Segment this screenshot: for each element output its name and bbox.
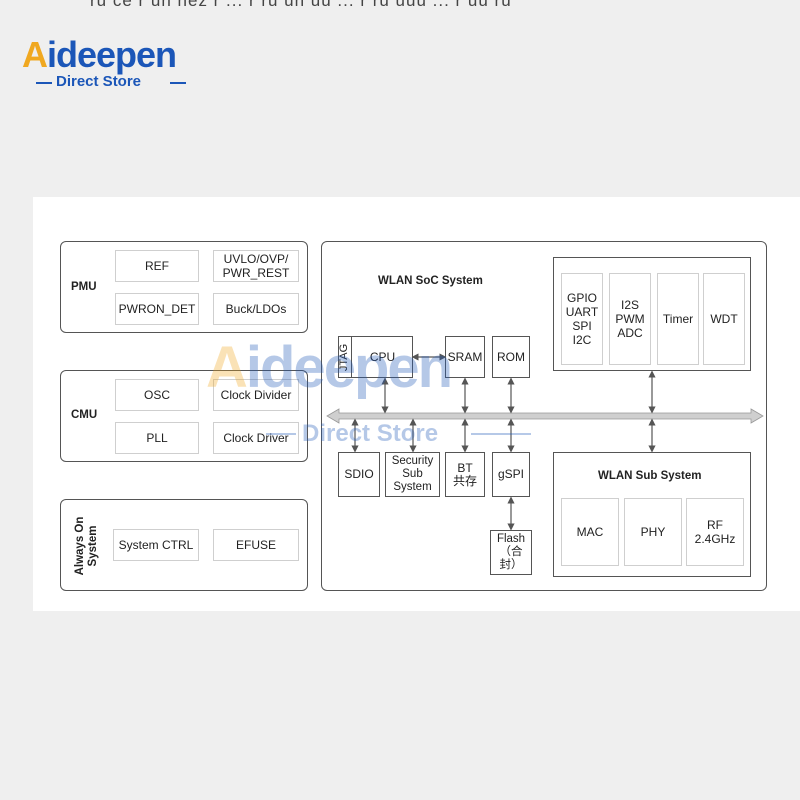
periph-gpio-uart-spi-i2c: GPIO UART SPI I2C: [561, 273, 603, 365]
cpu-label: CPU: [369, 349, 396, 364]
logo-subtitle: Direct Store: [22, 72, 192, 92]
bus-wires: [326, 353, 764, 531]
cmu-clock-divider: Clock Divider: [213, 379, 299, 411]
always-on-efuse: EFUSE: [213, 529, 299, 561]
periph-timer: Timer: [657, 273, 699, 365]
cmu-label: CMU: [71, 409, 98, 421]
always-on-system-ctrl: System CTRL: [113, 529, 199, 561]
pmu-ref: REF: [115, 250, 199, 282]
rom-block: ROM: [492, 336, 530, 378]
sub-mac: MAC: [561, 498, 619, 566]
system-bus: [326, 408, 764, 424]
periph-wdt: WDT: [703, 273, 745, 365]
wlan-sub-system-label: WLAN Sub System: [598, 470, 702, 482]
sub-rf: RF 2.4GHz: [686, 498, 744, 566]
block-diagram-panel: PMU REF UVLO/OVP/ PWR_REST PWRON_DET Buc…: [33, 197, 800, 611]
pmu-uvlo: UVLO/OVP/ PWR_REST: [213, 250, 299, 282]
aideepen-logo: Aideepen Direct Store: [22, 36, 202, 94]
periph-i2s-pwm-adc: I2S PWM ADC: [609, 273, 651, 365]
cmu-osc: OSC: [115, 379, 199, 411]
security-sub-system-block: Security Sub System: [385, 452, 440, 497]
sub-phy: PHY: [624, 498, 682, 566]
jtag-block: JTAG: [338, 336, 352, 378]
logo-brand: Aideepen: [22, 34, 177, 75]
pmu-pwron-det: PWRON_DET: [115, 293, 199, 325]
cropped-header-text: ru ce r un nez r ... r ru un uu ... r ru…: [90, 0, 512, 10]
sdio-block: SDIO: [338, 452, 380, 497]
wlan-soc-label: WLAN SoC System: [378, 275, 483, 287]
flash-block: Flash （合封）: [490, 530, 532, 575]
bt-coex-block: BT 共存: [445, 452, 485, 497]
pmu-buck-ldos: Buck/LDOs: [213, 293, 299, 325]
cmu-clock-driver: Clock Driver: [213, 422, 299, 454]
pmu-label: PMU: [71, 281, 97, 293]
cmu-pll: PLL: [115, 422, 199, 454]
